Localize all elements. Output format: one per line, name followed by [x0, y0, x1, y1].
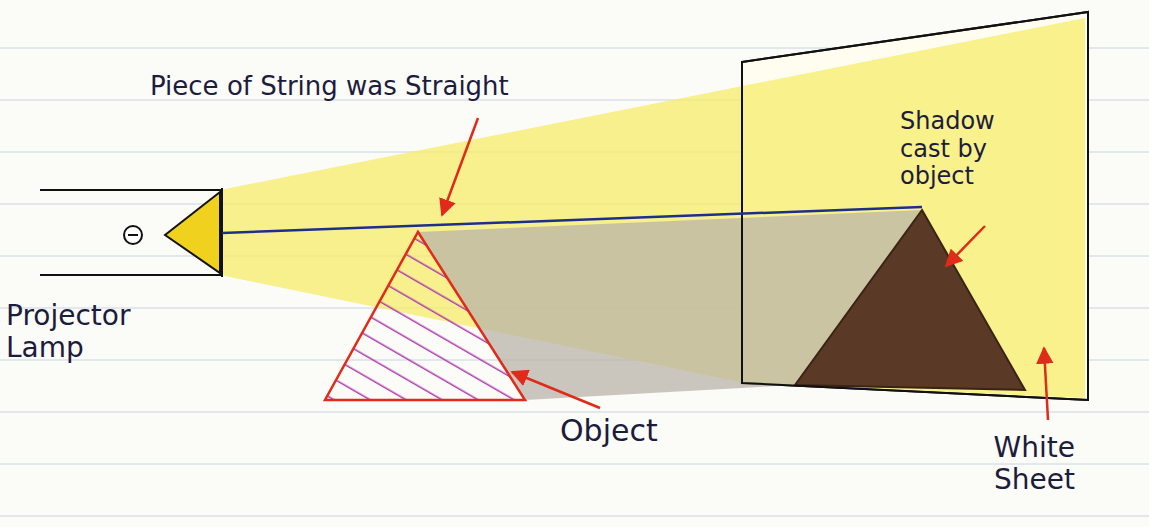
lamp-label: Projector Lamp — [6, 300, 156, 364]
sheet-outline — [742, 12, 1088, 400]
string — [222, 207, 922, 233]
string-label: Piece of String was Straight — [150, 72, 750, 102]
sheet-label: White Sheet — [925, 432, 1075, 496]
shadow-region — [418, 210, 1025, 400]
projector — [40, 188, 222, 277]
object-label: Object — [560, 414, 760, 449]
shadow — [795, 210, 1025, 390]
object — [325, 232, 525, 400]
shadow-label: Shadow cast by object — [900, 108, 1050, 191]
